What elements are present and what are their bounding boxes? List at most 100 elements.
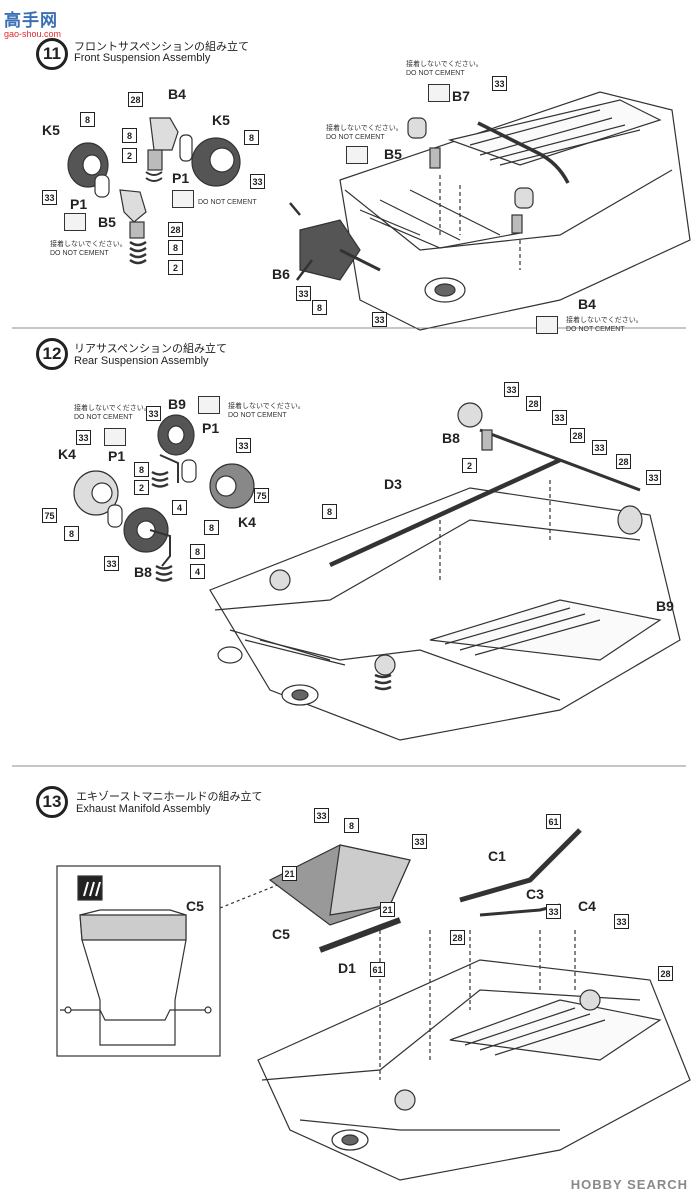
step-13-badge: 13 bbox=[36, 786, 78, 820]
inset-detail bbox=[56, 865, 221, 1057]
rear-suspension-parts bbox=[73, 414, 255, 582]
no-cement-icon bbox=[428, 84, 450, 102]
part-label-b9: B9 bbox=[656, 598, 674, 614]
part-number-28: 28 bbox=[450, 930, 465, 945]
step-11-title-en: Front Suspension Assembly bbox=[74, 52, 211, 64]
part-label-p1: P1 bbox=[70, 196, 88, 212]
part-number-75: 75 bbox=[42, 508, 57, 523]
part-label-b4: B4 bbox=[168, 86, 186, 102]
part-number-8: 8 bbox=[204, 520, 219, 535]
part-number-33: 33 bbox=[546, 904, 561, 919]
part-number-33: 33 bbox=[492, 76, 507, 91]
part-label-c3: C3 bbox=[526, 886, 544, 902]
step-11-number: 11 bbox=[36, 38, 68, 70]
part-number-33: 33 bbox=[76, 430, 91, 445]
step-13-title-en: Exhaust Manifold Assembly bbox=[76, 803, 211, 815]
part-number-33: 33 bbox=[592, 440, 607, 455]
step-11-title-jp: フロントサスペンションの組み立て bbox=[74, 40, 250, 53]
part-number-33: 33 bbox=[146, 406, 161, 421]
part-label-b4: B4 bbox=[578, 296, 596, 312]
part-number-8: 8 bbox=[312, 300, 327, 315]
part-label-b5: B5 bbox=[384, 146, 402, 162]
part-label-b6: B6 bbox=[272, 266, 290, 282]
part-number-8: 8 bbox=[344, 818, 359, 833]
part-number-8: 8 bbox=[134, 462, 149, 477]
step-13-title-jp: エキゾーストマニホールドの組み立て bbox=[76, 790, 263, 803]
part-label-c5: C5 bbox=[272, 926, 290, 942]
no-cement-icon bbox=[104, 428, 126, 446]
part-label-b7: B7 bbox=[452, 88, 470, 104]
part-number-28: 28 bbox=[128, 92, 143, 107]
car-body-exhaust-view bbox=[257, 828, 691, 1181]
no-cement-icon bbox=[198, 396, 220, 414]
part-number-21: 21 bbox=[282, 866, 297, 881]
part-number-75: 75 bbox=[254, 488, 269, 503]
part-number-33: 33 bbox=[552, 410, 567, 425]
part-number-33: 33 bbox=[314, 808, 329, 823]
part-number-8: 8 bbox=[80, 112, 95, 127]
car-body-front-view bbox=[289, 91, 691, 331]
part-label-k4: K4 bbox=[238, 514, 256, 530]
part-number-21: 21 bbox=[380, 902, 395, 917]
part-number-33: 33 bbox=[614, 914, 629, 929]
no-cement-note: 接着しないでください。DO NOT CEMENT bbox=[50, 241, 127, 257]
part-number-28: 28 bbox=[658, 966, 673, 981]
part-label-c5: C5 bbox=[186, 898, 204, 914]
part-number-8: 8 bbox=[244, 130, 259, 145]
part-number-33: 33 bbox=[412, 834, 427, 849]
no-cement-note: 接着しないでください。DO NOT CEMENT bbox=[566, 317, 643, 333]
front-suspension-parts bbox=[67, 117, 241, 265]
part-number-33: 33 bbox=[646, 470, 661, 485]
no-cement-note: 接着しないでください。DO NOT CEMENT bbox=[326, 125, 403, 141]
part-label-d1: D1 bbox=[338, 960, 356, 976]
part-number-33: 33 bbox=[504, 382, 519, 397]
watermark-url: gao-shou.com bbox=[4, 29, 62, 39]
part-label-b8: B8 bbox=[442, 430, 460, 446]
part-number-2: 2 bbox=[168, 260, 183, 275]
no-cement-note: 接着しないでください。DO NOT CEMENT bbox=[228, 403, 305, 419]
step-12-number: 12 bbox=[36, 338, 68, 370]
part-number-8: 8 bbox=[190, 544, 205, 559]
part-number-33: 33 bbox=[296, 286, 311, 301]
watermark-logo: 高手网 gao-shou.com bbox=[4, 6, 61, 39]
no-cement-icon bbox=[346, 146, 368, 164]
part-number-61: 61 bbox=[546, 814, 561, 829]
part-number-61: 61 bbox=[370, 962, 385, 977]
part-label-k4: K4 bbox=[58, 446, 76, 462]
part-number-8: 8 bbox=[64, 526, 79, 541]
no-cement-note: 接着しないでください。DO NOT CEMENT bbox=[74, 405, 151, 421]
part-label-k5: K5 bbox=[212, 112, 230, 128]
part-label-p1: P1 bbox=[202, 420, 220, 436]
watermark-brand: 高手网 bbox=[4, 11, 58, 31]
step-12-title-en: Rear Suspension Assembly bbox=[74, 355, 209, 367]
no-cement-note: 接着しないでください。DO NOT CEMENT bbox=[406, 61, 483, 77]
part-label-k5: K5 bbox=[42, 122, 60, 138]
footer-brand: HOBBY SEARCH bbox=[570, 1177, 688, 1192]
step-11-badge: 11 bbox=[36, 38, 78, 72]
part-number-8: 8 bbox=[122, 128, 137, 143]
part-number-33: 33 bbox=[250, 174, 265, 189]
no-cement-icon bbox=[172, 190, 194, 208]
part-label-p1: P1 bbox=[108, 448, 126, 464]
part-label-b5: B5 bbox=[98, 214, 116, 230]
figure-dividers bbox=[12, 327, 686, 767]
part-number-8: 8 bbox=[168, 240, 183, 255]
part-number-4: 4 bbox=[190, 564, 205, 579]
part-number-28: 28 bbox=[168, 222, 183, 237]
part-number-2: 2 bbox=[462, 458, 477, 473]
part-label-c1: C1 bbox=[488, 848, 506, 864]
part-label-c4: C4 bbox=[578, 898, 596, 914]
no-cement-note: DO NOT CEMENT bbox=[198, 199, 257, 206]
part-number-33: 33 bbox=[104, 556, 119, 571]
part-label-b8: B8 bbox=[134, 564, 152, 580]
part-number-33: 33 bbox=[236, 438, 251, 453]
no-cement-icon bbox=[64, 213, 86, 231]
step-12-badge: 12 bbox=[36, 338, 78, 372]
part-number-2: 2 bbox=[122, 148, 137, 163]
part-label-d3: D3 bbox=[384, 476, 402, 492]
part-number-28: 28 bbox=[570, 428, 585, 443]
part-number-33: 33 bbox=[372, 312, 387, 327]
step-12-title-jp: リアサスペンションの組み立て bbox=[74, 342, 228, 355]
part-label-b9: B9 bbox=[168, 396, 186, 412]
